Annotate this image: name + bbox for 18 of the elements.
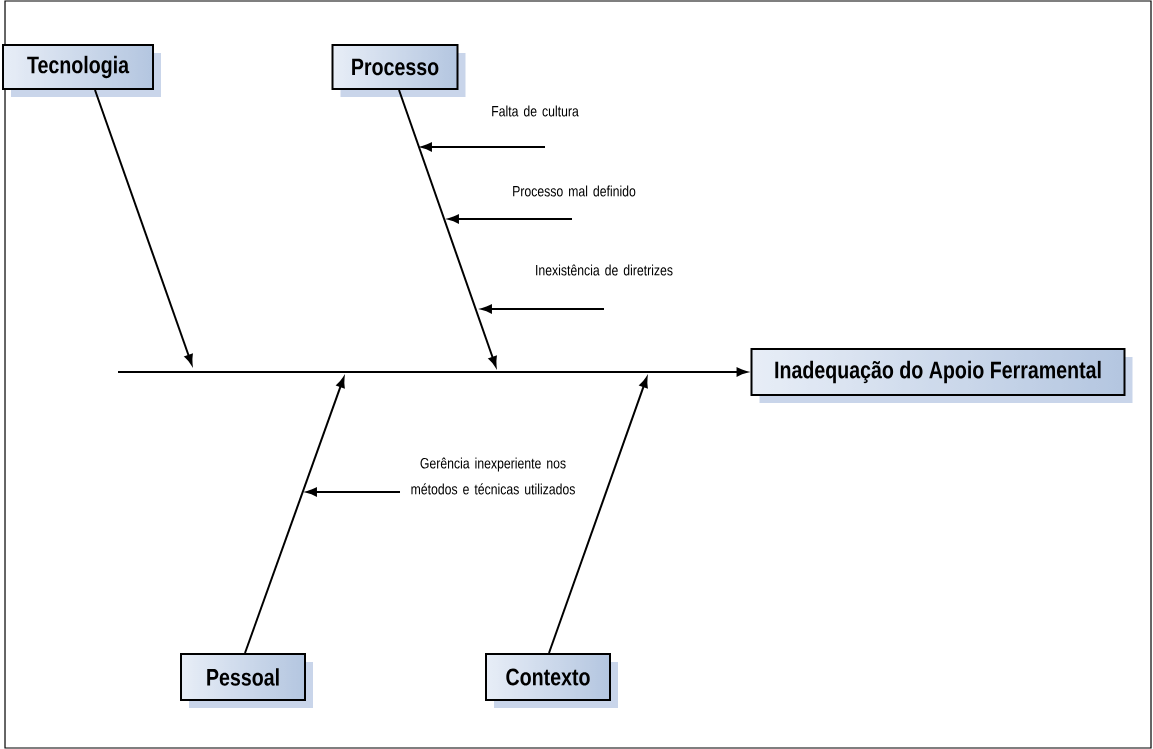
category-box: Contexto bbox=[485, 653, 618, 708]
cause-arrow bbox=[421, 142, 546, 152]
category-box: Processo bbox=[331, 44, 466, 97]
category-box: Pessoal bbox=[180, 653, 313, 708]
bone-arrow bbox=[244, 377, 345, 654]
cause-text: Gerência inexperiente nos métodos e técnicas utilizados bbox=[411, 457, 575, 495]
category-box: Inadequação do Apoio Ferramental bbox=[750, 348, 1133, 403]
bone-arrow bbox=[548, 377, 648, 654]
cause-text: Inexistência de diretrizes bbox=[536, 264, 673, 276]
cause-arrow bbox=[481, 304, 605, 314]
category-box: Tecnologia bbox=[2, 44, 161, 97]
cause-arrow bbox=[306, 487, 401, 497]
cause-arrow bbox=[448, 214, 573, 224]
cause-text: Falta de cultura bbox=[492, 105, 579, 117]
spine-arrow bbox=[117, 367, 748, 377]
bone-arrow bbox=[398, 89, 497, 367]
cause-text: Processo mal definido bbox=[513, 185, 636, 197]
bone-arrow bbox=[94, 89, 193, 365]
